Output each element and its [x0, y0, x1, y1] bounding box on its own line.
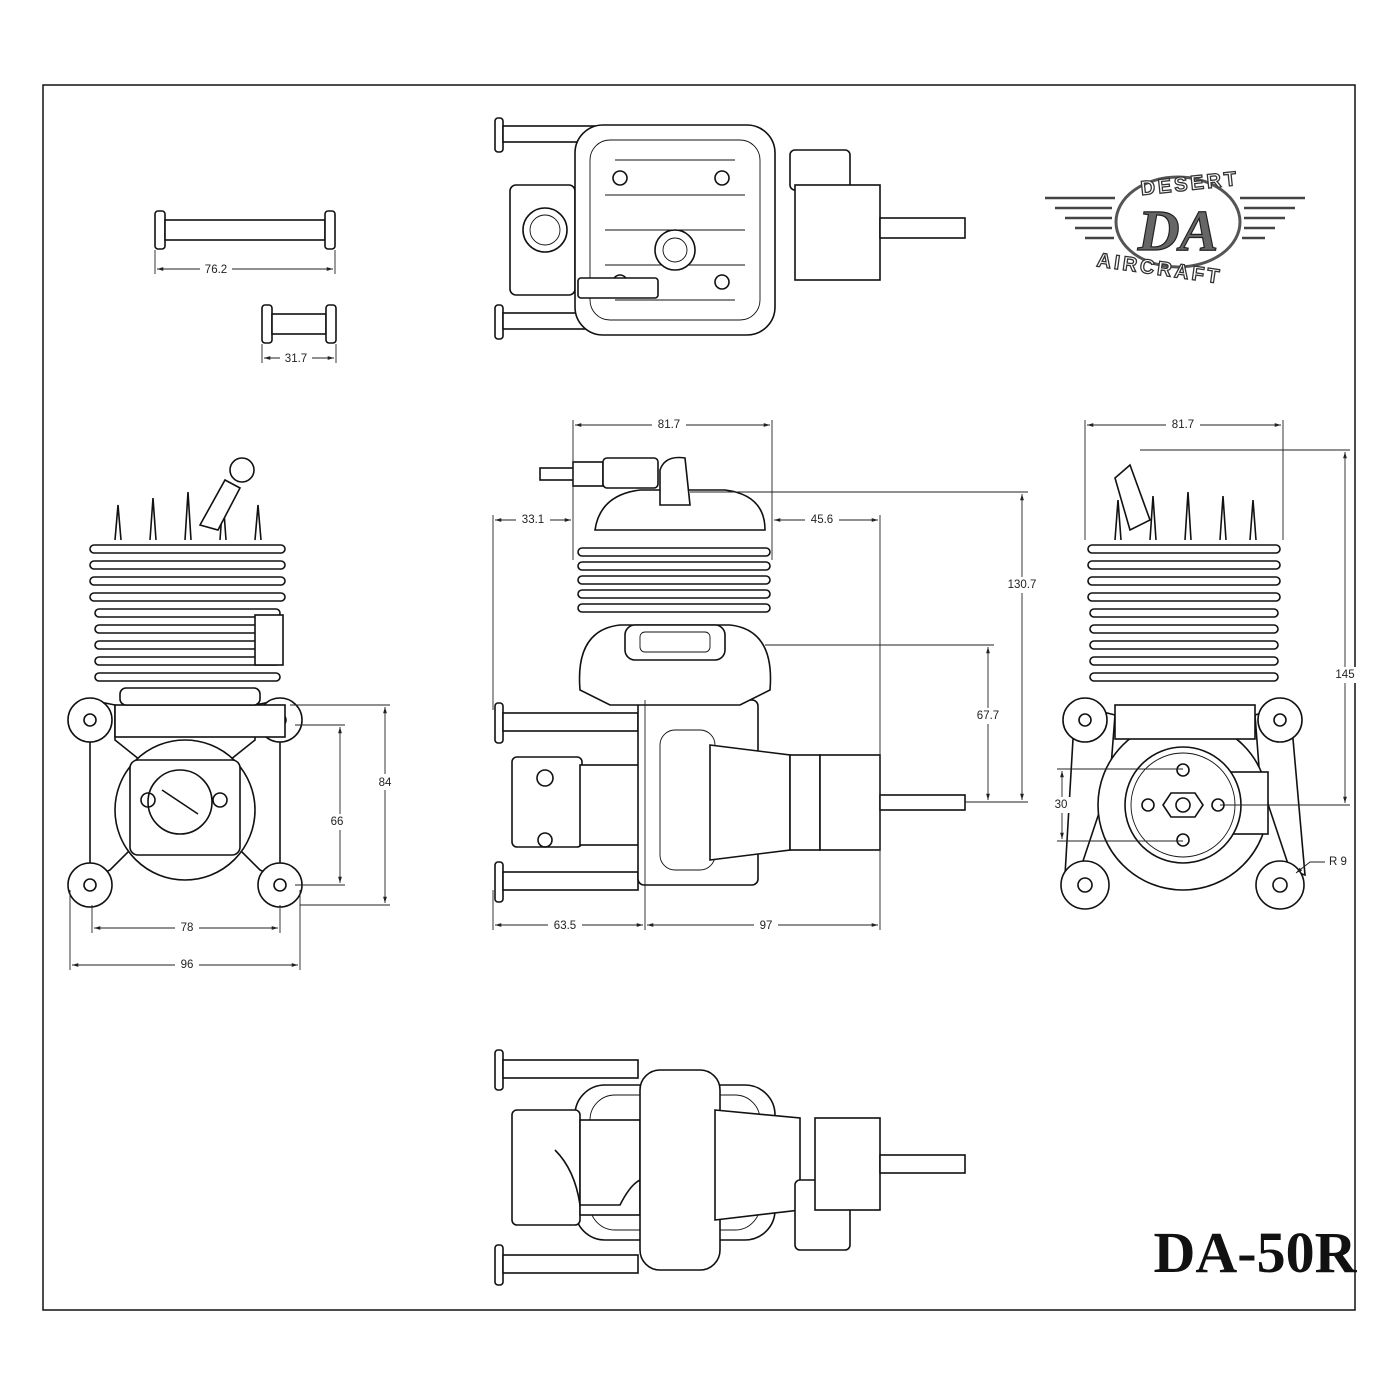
dim-spacer-short: 31.7 — [261, 344, 337, 365]
svg-text:66: 66 — [331, 816, 344, 828]
svg-text:R 9: R 9 — [1329, 856, 1347, 868]
dim-label: 76.2 — [205, 264, 227, 276]
dim-lobe-radius: R 9 — [1295, 856, 1347, 874]
dim-front-height: 84 — [290, 704, 397, 906]
svg-text:81.7: 81.7 — [658, 419, 680, 431]
dim-front-mount-height: 66 — [295, 724, 354, 886]
dim-rear-height: 145 — [1140, 449, 1360, 806]
svg-text:97: 97 — [760, 920, 773, 932]
engine-bottom-view — [494, 1049, 966, 1286]
engine-top-view — [494, 117, 966, 340]
svg-text:78: 78 — [181, 922, 194, 934]
dim-label: 31.7 — [285, 353, 307, 365]
svg-text:130.7: 130.7 — [1008, 579, 1037, 591]
engine-rear-view — [1060, 463, 1306, 910]
svg-text:DESERT: DESERT — [1140, 168, 1241, 200]
dim-bolt-spacing: 30 — [1050, 768, 1183, 842]
desert-aircraft-logo: DESERT AIRCRAFT DA — [1045, 167, 1305, 289]
svg-text:45.6: 45.6 — [811, 514, 833, 526]
spacer-short — [261, 304, 337, 344]
engine-side-view — [494, 456, 966, 903]
dim-side-rear-depth: 63.5 — [492, 700, 646, 933]
model-title: DA-50R — [1154, 1220, 1358, 1285]
dim-side-shaft-height: 67.7 — [765, 644, 1006, 800]
dim-side-front-depth: 97 — [647, 918, 878, 933]
dim-front-total-width: 96 — [69, 890, 301, 972]
svg-text:63.5: 63.5 — [554, 920, 576, 932]
dim-side-width: 81.7 — [572, 418, 773, 560]
dim-spacer-long: 76.2 — [154, 250, 336, 276]
dim-rear-width: 81.7 — [1084, 418, 1284, 540]
dim-side-total-height: 130.7 — [690, 491, 1041, 803]
svg-text:33.1: 33.1 — [522, 514, 544, 526]
svg-text:81.7: 81.7 — [1172, 419, 1194, 431]
svg-text:96: 96 — [181, 959, 194, 971]
spacer-long — [154, 210, 336, 250]
dim-side-left-offset: 33.1 — [492, 513, 571, 710]
svg-text:145: 145 — [1335, 669, 1354, 681]
svg-text:67.7: 67.7 — [977, 710, 999, 722]
svg-text:30: 30 — [1055, 799, 1068, 811]
svg-text:84: 84 — [379, 777, 392, 789]
svg-text:DA: DA — [1137, 198, 1219, 263]
dim-side-right-offset: 45.6 — [774, 513, 881, 930]
dim-front-mount-width: 78 — [91, 905, 281, 935]
engine-front-view — [67, 457, 303, 908]
drawing-border — [42, 84, 1356, 1311]
